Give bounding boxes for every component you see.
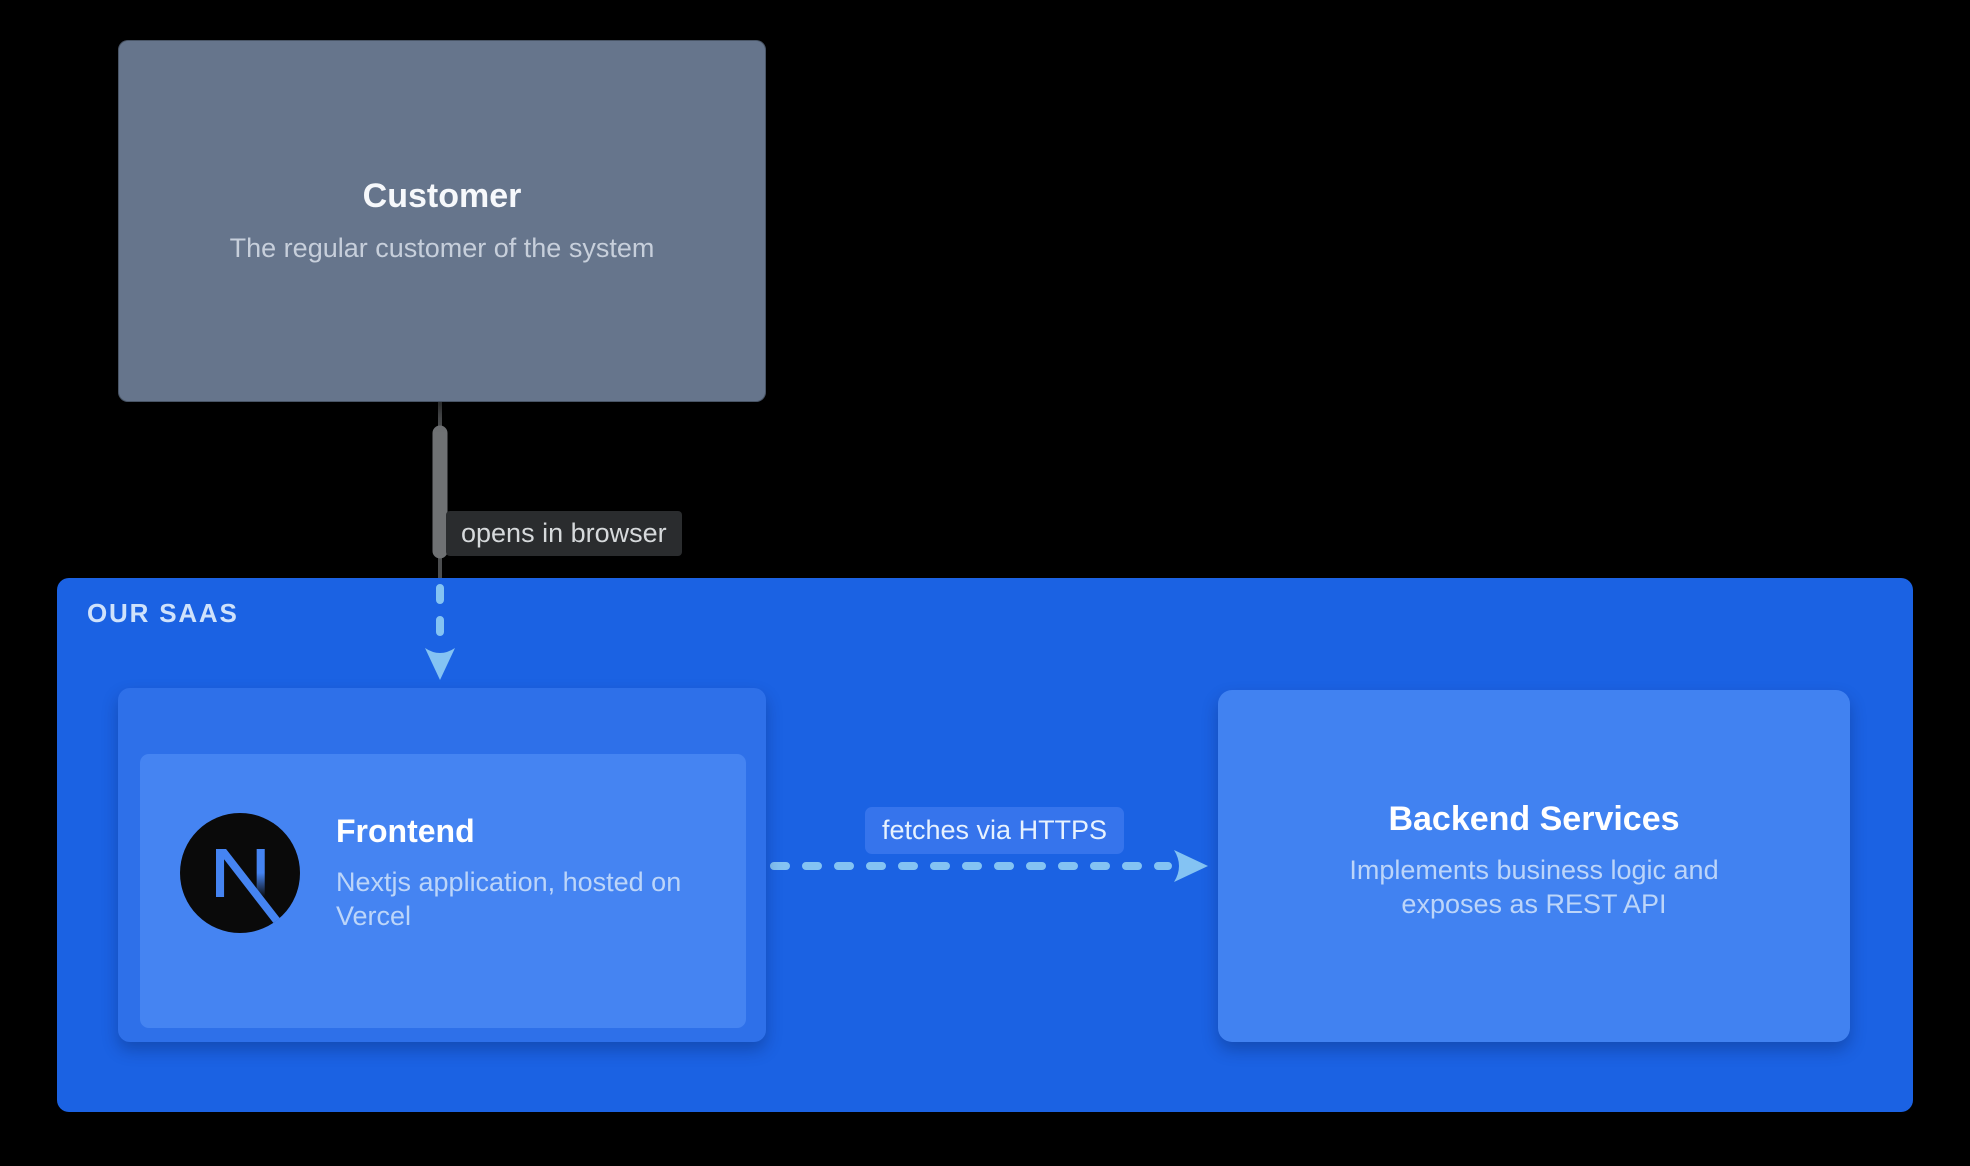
nextjs-logo-icon: [180, 813, 300, 933]
frontend-title: Frontend: [336, 812, 475, 849]
node-backend[interactable]: Backend Services Implements business log…: [1218, 690, 1850, 1042]
saas-container-label: OUR SAAS: [87, 598, 239, 628]
frontend-panel[interactable]: Frontend Nextjs application, hosted on V…: [140, 754, 746, 1028]
node-customer[interactable]: Customer The regular customer of the sys…: [118, 40, 766, 402]
customer-subtitle: The regular customer of the system: [229, 232, 655, 263]
backend-title: Backend Services: [1388, 800, 1680, 839]
customer-title: Customer: [362, 177, 522, 216]
edge-label-fetches-via-https[interactable]: fetches via HTTPS: [865, 807, 1125, 854]
edge-label-opens-in-browser[interactable]: opens in browser: [446, 511, 682, 556]
frontend-subtitle: Nextjs application, hosted on Vercel: [336, 867, 682, 932]
backend-subtitle: Implements business logic and exposes as…: [1349, 854, 1719, 919]
